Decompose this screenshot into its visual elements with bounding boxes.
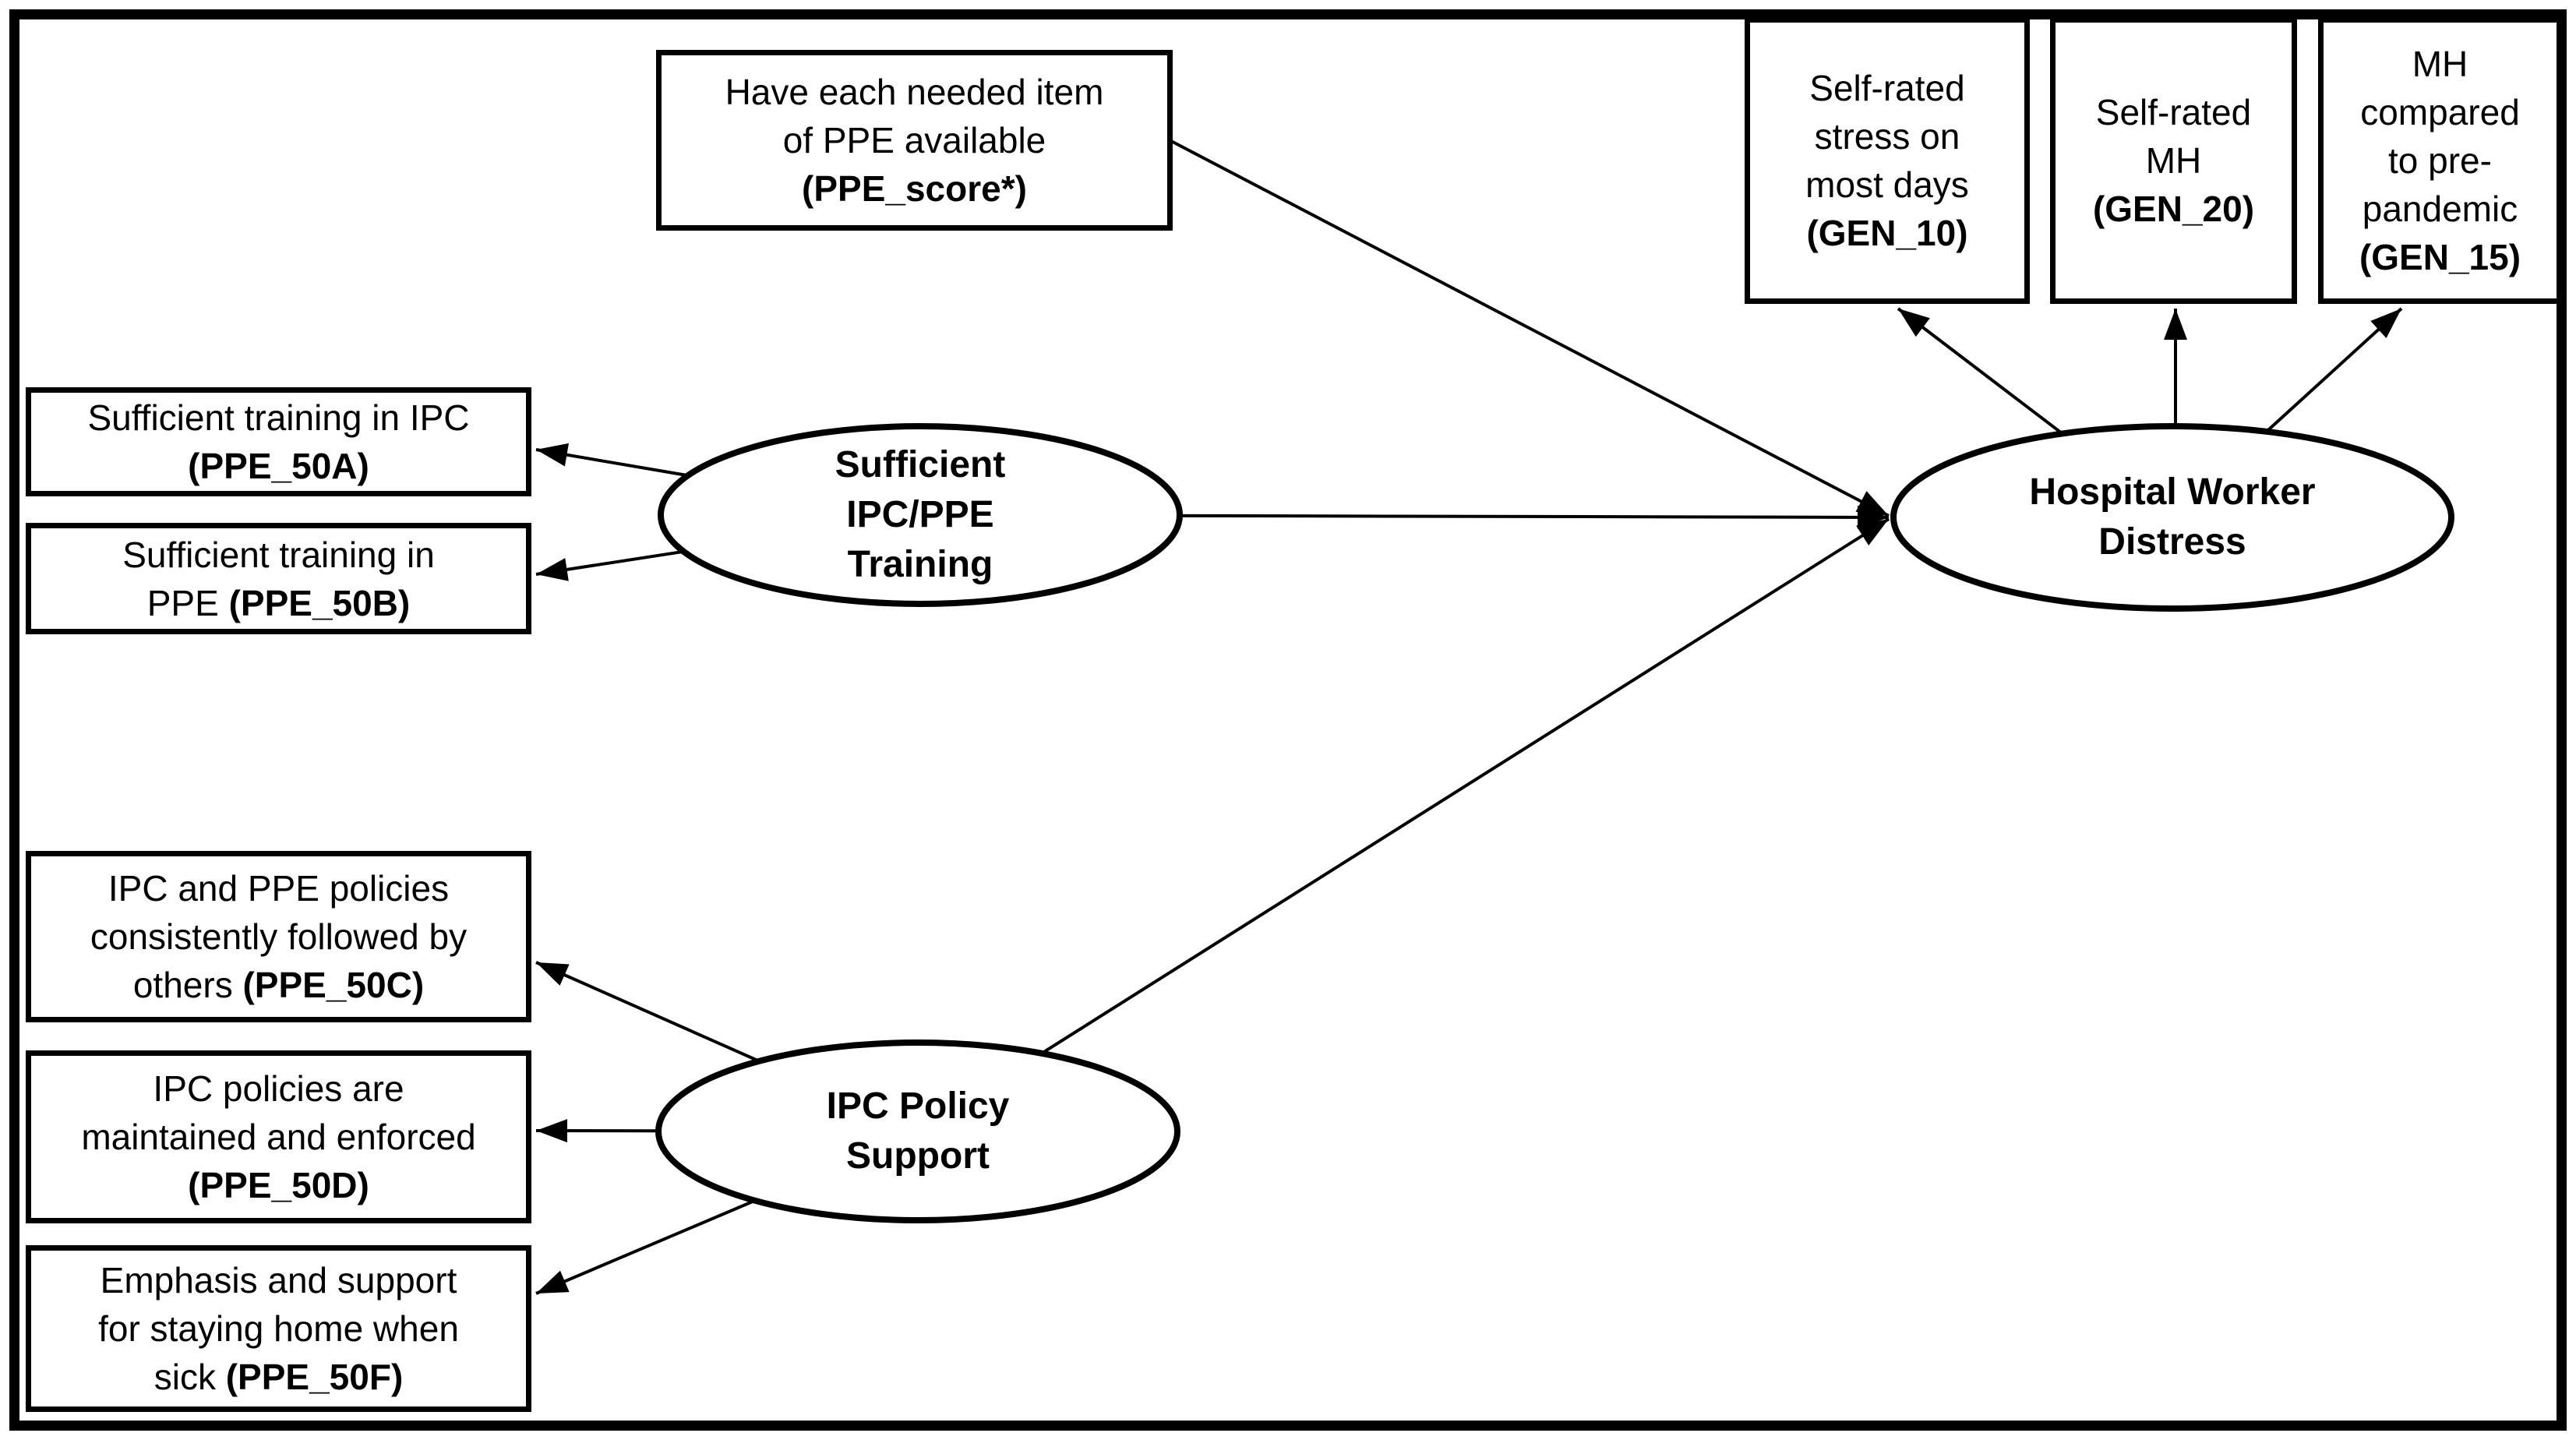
latent-label-line: Hospital Worker — [2029, 471, 2316, 513]
variable-code: (GEN_20) — [2092, 189, 2255, 229]
variable-code: (PPE_50F) — [225, 1357, 404, 1397]
box-text-line: most days — [1805, 164, 1969, 205]
latent-label-distress: Hospital Worker Distress — [2029, 468, 2315, 567]
box-text-line: of PPE available — [782, 120, 1046, 161]
box-text-line: Self-rated — [1809, 68, 1965, 108]
latent-ellipse-distress — [1890, 423, 2454, 612]
variable-code: (GEN_10) — [1806, 213, 1968, 253]
indicator-box-gen-10: Self-rated stress on most days (GEN_10) — [1745, 17, 2030, 304]
box-text-line: PPE (PPE_50B) — [147, 579, 410, 627]
latent-ellipse-policy — [655, 1039, 1180, 1223]
latent-label-line: IPC Policy — [826, 1085, 1010, 1127]
latent-label-policy: IPC Policy Support — [827, 1082, 1010, 1181]
indicator-box-ppe-50b: Sufficient training in PPE (PPE_50B) — [26, 523, 531, 634]
box-text-line: Sufficient training in — [122, 534, 435, 575]
box-text-line: others (PPE_50C) — [133, 961, 424, 1009]
variable-code: (PPE_50C) — [242, 965, 425, 1005]
box-text-line: MH — [2412, 44, 2468, 84]
box-text-line: Have each needed item — [725, 72, 1104, 112]
indicator-box-gen-20: Self-rated MH (GEN_20) — [2050, 17, 2297, 304]
variable-code: (GEN_15) — [2359, 237, 2521, 277]
box-text-line: IPC and PPE policies — [108, 868, 450, 909]
latent-label-line: Sufficient — [835, 444, 1006, 485]
box-text-line: stress on — [1814, 116, 1960, 157]
latent-label-line: Support — [846, 1135, 990, 1177]
latent-label-line: Distress — [2098, 521, 2246, 563]
box-text-line: maintained and enforced — [81, 1117, 476, 1157]
latent-label-training: Sufficient IPC/PPE Training — [835, 440, 1006, 590]
latent-label-line: Training — [847, 544, 993, 585]
box-text-line: Self-rated — [2095, 92, 2252, 132]
arrow-policy-to-distress — [916, 517, 1890, 1133]
box-text-line: Emphasis and support — [100, 1260, 457, 1301]
variable-code: (PPE_50A) — [188, 446, 369, 486]
box-text-segment: PPE — [146, 582, 229, 623]
indicator-box-gen-15: MH compared to pre- pandemic (GEN_15) — [2318, 17, 2562, 304]
box-text-line: for staying home when — [98, 1308, 459, 1349]
box-text-line: pandemic — [2362, 189, 2518, 229]
indicator-box-ppe-50d: IPC policies are maintained and enforced… — [26, 1050, 531, 1223]
box-text-segment: sick — [154, 1357, 226, 1397]
variable-code: (PPE_50B) — [228, 582, 411, 623]
variable-code: (PPE_score*) — [802, 168, 1027, 209]
indicator-box-ppe-score: Have each needed item of PPE available (… — [656, 50, 1173, 231]
box-text-line: MH — [2145, 140, 2202, 181]
arrow-ppe-score-to-distress — [1170, 139, 1890, 517]
box-text-line: compared — [2360, 92, 2520, 132]
box-text-line: sick (PPE_50F) — [154, 1353, 404, 1401]
latent-ellipse-training — [658, 423, 1183, 607]
indicator-box-ppe-50c: IPC and PPE policies consistently follow… — [26, 851, 531, 1022]
box-text-line: to pre- — [2388, 140, 2492, 181]
indicator-box-ppe-50f: Emphasis and support for staying home wh… — [26, 1245, 531, 1412]
box-text-line: consistently followed by — [90, 916, 468, 957]
box-text-line: IPC policies are — [153, 1068, 404, 1109]
box-text-segment: others — [132, 965, 243, 1005]
variable-code: (PPE_50D) — [188, 1165, 369, 1205]
latent-label-line: IPC/PPE — [846, 494, 994, 535]
box-text-line: Sufficient training in IPC — [87, 397, 470, 438]
indicator-box-ppe-50a: Sufficient training in IPC (PPE_50A) — [26, 387, 531, 496]
